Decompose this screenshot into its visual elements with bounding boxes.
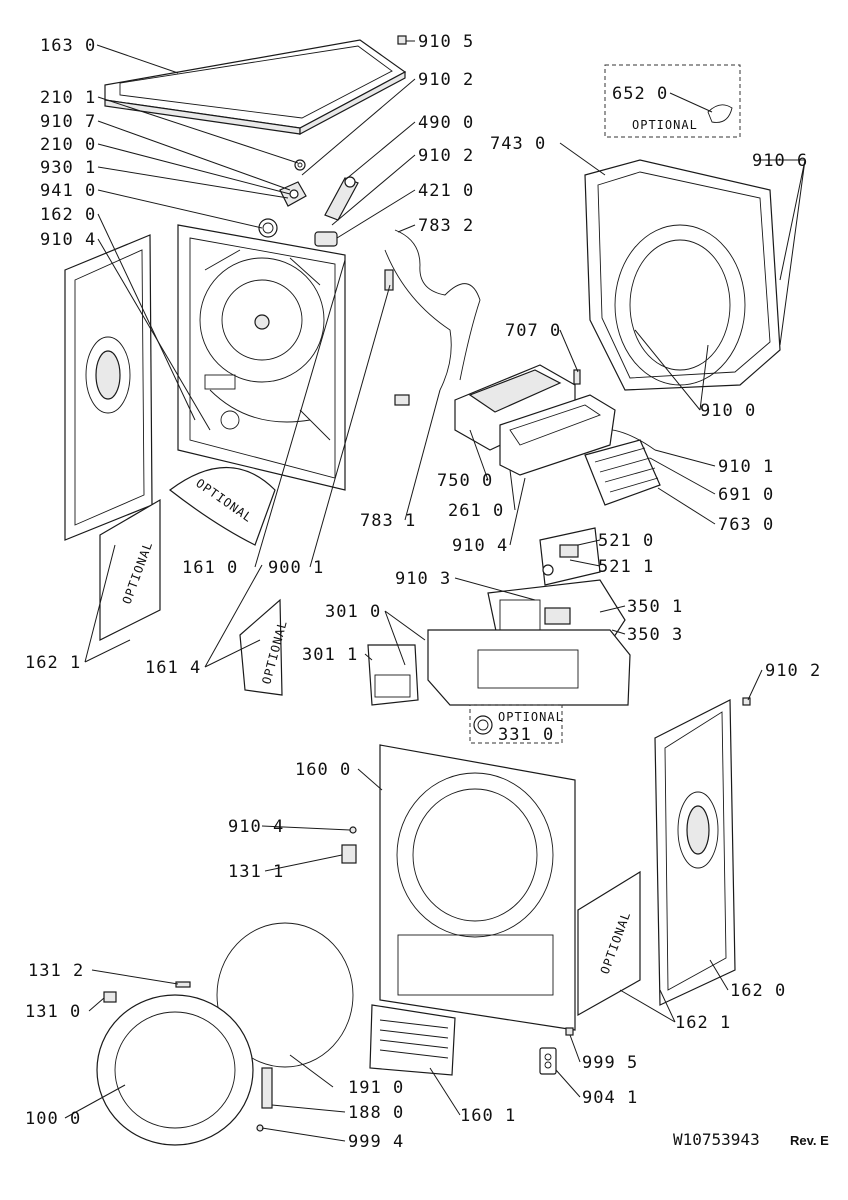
bracket-2100-part [279,181,307,207]
callout-1610: 161 0 [182,558,238,578]
callout-6910: 691 0 [718,485,774,505]
right-side-panel-part [654,699,736,1006]
callout-labels: 163 0 910 5 210 1 910 2 910 7 490 0 210 … [25,32,821,1152]
callout-1910: 191 0 [348,1078,404,1098]
document-number: W10753943 [673,1130,760,1149]
door-seal-1910-part [216,922,354,1068]
optional-box-6520: OPTIONAL [604,64,741,138]
callout-9301: 930 1 [40,158,96,178]
callout-1614: 161 4 [145,658,201,678]
optional-label: OPTIONAL [498,710,564,724]
callout-7070: 707 0 [505,321,561,341]
hose-7832-part [384,229,481,406]
nozzle-4900-part [324,176,359,221]
callout-7630: 763 0 [718,515,774,535]
grommet-2101-part [294,159,306,171]
callout-1312: 131 2 [28,961,84,981]
callout-9107: 910 7 [40,112,96,132]
callout-1311: 131 1 [228,862,284,882]
leader-lines [64,40,806,1142]
valve-4210-part [314,231,338,247]
switch-1311-part [341,844,357,864]
top-cover-part [104,39,407,135]
callout-1630: 163 0 [40,36,96,56]
callout-9102: 910 2 [418,146,474,166]
callout-1621: 162 1 [675,1013,731,1033]
hinge-1880-part [261,1067,273,1109]
callout-1600: 160 0 [295,760,351,780]
callout-9100: 910 0 [700,401,756,421]
callout-9105: 910 5 [418,32,474,52]
callout-3501: 350 1 [627,597,683,617]
callout-9103: 910 3 [395,569,451,589]
callout-9102: 910 2 [765,661,821,681]
callout-5211: 521 1 [598,557,654,577]
console-3010-part [427,629,631,706]
kick-plate-1601-part [369,1004,456,1076]
callout-1880: 188 0 [348,1103,404,1123]
callout-7430: 743 0 [490,134,546,154]
callout-9104: 910 4 [228,817,284,837]
screw-9104c-part [349,826,357,834]
callout-1621: 162 1 [25,653,81,673]
callout-9001: 900 1 [268,558,324,578]
callout-2610: 261 0 [448,501,504,521]
optional-panel-left-part: OPTIONAL [99,498,161,641]
optional-label: OPTIONAL [632,118,698,132]
housing-2610-part [499,394,616,476]
callout-4900: 490 0 [418,113,474,133]
optional-box-3310: OPTIONAL [469,704,564,744]
revision-label: Rev. E [790,1133,829,1148]
screw-9995-part [565,1027,574,1036]
callout-7831: 783 1 [360,511,416,531]
dispenser-7500-part [454,364,576,451]
front-bulkhead-part [584,159,781,391]
screw-7070-part [573,369,581,385]
screw-9105-part [397,35,407,45]
callout-1310: 131 0 [25,1002,81,1022]
callout-7500: 750 0 [437,471,493,491]
callout-1601: 160 1 [460,1106,516,1126]
callout-5210: 521 0 [598,531,654,551]
callout-7832: 783 2 [418,216,474,236]
callout-9104: 910 4 [40,230,96,250]
optional-panel-1614-part: OPTIONAL [239,598,290,696]
optional-shield-1610-part: OPTIONAL [169,466,276,546]
callout-1000: 100 0 [25,1109,81,1129]
door-1000-part [96,994,254,1146]
callout-6520: 652 0 [612,84,668,104]
left-side-panel-part [64,234,153,541]
screw-9102c-part [742,697,751,706]
callout-3503: 350 3 [627,625,683,645]
callout-3011: 301 1 [302,645,358,665]
callout-9041: 904 1 [582,1088,638,1108]
callout-1620: 162 0 [40,205,96,225]
seal-9410-part [258,218,278,238]
callout-4210: 421 0 [418,181,474,201]
control-board-5210-part [539,527,601,586]
callout-9104: 910 4 [452,536,508,556]
callout-9102: 910 2 [418,70,474,90]
callout-3010: 301 0 [325,602,381,622]
callout-9106: 910 6 [752,151,808,171]
callout-3310: 331 0 [498,725,554,745]
callout-2100: 210 0 [40,135,96,155]
callout-2101: 210 1 [40,88,96,108]
callout-9410: 941 0 [40,181,96,201]
filter-7630-part [584,439,661,506]
dispenser-drawer-3011-part [367,644,419,706]
front-panel-part [379,744,576,1031]
latch-1310-part [103,991,117,1003]
strike-1312-part [175,981,191,988]
callout-9101: 910 1 [718,457,774,477]
cord-clip-9041-part [539,1047,557,1075]
optional-panel-right-part: OPTIONAL [577,870,641,1017]
callout-1620: 162 0 [730,981,786,1001]
callout-9994: 999 4 [348,1132,404,1152]
rear-panel-part [177,224,346,491]
callout-9995: 999 5 [582,1053,638,1073]
